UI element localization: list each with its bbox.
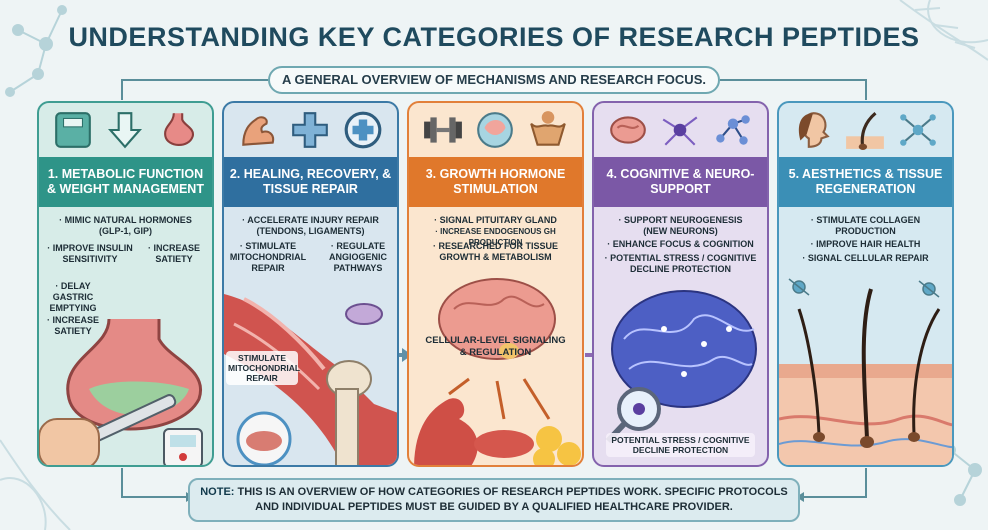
muscle-fiber-icon xyxy=(474,430,534,458)
bullet: DELAY GASTRIC EMPTYING xyxy=(43,281,103,314)
panel-heading: 3. GROWTH HORMONE STIMULATION xyxy=(409,157,582,207)
dumbbell-icon xyxy=(424,117,463,143)
bullet: STIMULATE COLLAGEN PRODUCTION xyxy=(799,215,932,237)
panel-heading: 5. AESTHETICS & TISSUE REGENERATION xyxy=(779,157,952,207)
panel-cognitive: 4. COGNITIVE & NEURO-SUPPORT SUPPORT NEU… xyxy=(592,101,769,467)
hair-follicle-icon xyxy=(846,111,885,150)
bullet: SIGNAL CELLULAR REPAIR xyxy=(787,253,944,264)
page-subtitle: A GENERAL OVERVIEW OF MECHANISMS AND RES… xyxy=(268,66,720,94)
stomach-illustration xyxy=(39,319,203,465)
pituitary-icon xyxy=(477,112,514,148)
mitochondria-icon xyxy=(345,303,383,325)
bullet: SUPPORT NEUROGENESIS (NEW NEURONS) xyxy=(612,215,749,237)
panel-heading: 1. METABOLIC FUNCTION & WEIGHT MANAGEMEN… xyxy=(39,157,212,207)
bullet: SIGNAL PITUITARY GLAND xyxy=(417,215,574,226)
flexed-arm-icon xyxy=(242,116,275,146)
callout-label: POTENTIAL STRESS / COGNITIVE DECLINE PRO… xyxy=(606,433,755,457)
panel-metabolic: 1. METABOLIC FUNCTION & WEIGHT MANAGEMEN… xyxy=(37,101,214,467)
neuron-icon xyxy=(663,116,698,146)
mitochondria-icon xyxy=(236,411,292,465)
bullet: STIMULATE MITOCHONDRIAL REPAIR xyxy=(228,241,308,274)
glucose-meter-icon xyxy=(163,428,203,465)
note-label: NOTE: xyxy=(200,486,235,498)
bullet: RESEARCHED FOR TISSUE GROWTH & METABOLIS… xyxy=(427,241,564,263)
bullet: INCREASE SATIETY xyxy=(43,315,103,337)
molecule-icon xyxy=(788,278,940,298)
note-text: THIS IS AN OVERVIEW OF HOW CATEGORIES OF… xyxy=(237,486,788,513)
glowing-brain-illustration xyxy=(605,290,757,444)
brain-icon xyxy=(610,116,647,144)
panel-heading: 4. COGNITIVE & NEURO-SUPPORT xyxy=(594,157,767,207)
medical-cross-icon xyxy=(292,112,329,148)
knee-muscle-illustration xyxy=(224,294,397,465)
brain-illustration xyxy=(414,278,581,465)
bullet: REGULATE ANGIOGENIC PATHWAYS xyxy=(320,241,396,274)
muscular-body-icon xyxy=(530,111,566,146)
bullet: MIMIC NATURAL HORMONES (GLP-1, GIP) xyxy=(59,215,192,237)
scale-icon xyxy=(55,112,92,148)
panel-healing: 2. HEALING, RECOVERY, & TISSUE REPAIR AC… xyxy=(222,101,399,467)
healing-shield-icon xyxy=(344,111,382,149)
signaling-label: CELLULAR-LEVEL SIGNALING & REGULATION xyxy=(425,335,566,358)
bullet: IMPROVE HAIR HEALTH xyxy=(787,239,944,250)
neural-network-icon xyxy=(716,115,750,145)
magnifier-icon xyxy=(605,387,661,444)
page-title: UNDERSTANDING KEY CATEGORIES OF RESEARCH… xyxy=(68,22,920,52)
fat-cells-icon xyxy=(533,426,581,465)
bullet: ENHANCE FOCUS & COGNITION xyxy=(602,239,759,250)
bullet: INCREASE SATIETY xyxy=(139,243,209,265)
down-arrow-icon xyxy=(108,112,143,149)
face-profile-icon xyxy=(798,112,830,148)
skin-hair-illustration xyxy=(779,278,952,465)
bullet: IMPROVE INSULIN SENSITIVITY xyxy=(45,243,135,265)
stomach-icon xyxy=(163,113,194,147)
panel-heading: 2. HEALING, RECOVERY, & TISSUE REPAIR xyxy=(224,157,397,207)
disclaimer-note: NOTE: THIS IS AN OVERVIEW OF HOW CATEGOR… xyxy=(188,478,800,522)
callout-label: STIMULATE MITOCHONDRIAL REPAIR xyxy=(226,351,301,385)
bullet: POTENTIAL STRESS / COGNITIVE DECLINE PRO… xyxy=(602,253,759,275)
panel-growth-hormone: 3. GROWTH HORMONE STIMULATION SIGNAL PIT… xyxy=(407,101,584,467)
molecule-icon xyxy=(899,114,936,146)
panel-aesthetics: 5. AESTHETICS & TISSUE REGENERATION STIM… xyxy=(777,101,954,467)
arm-muscle-icon xyxy=(414,398,478,465)
bullet: ACCELERATE INJURY REPAIR (TENDONS, LIGAM… xyxy=(232,215,389,237)
